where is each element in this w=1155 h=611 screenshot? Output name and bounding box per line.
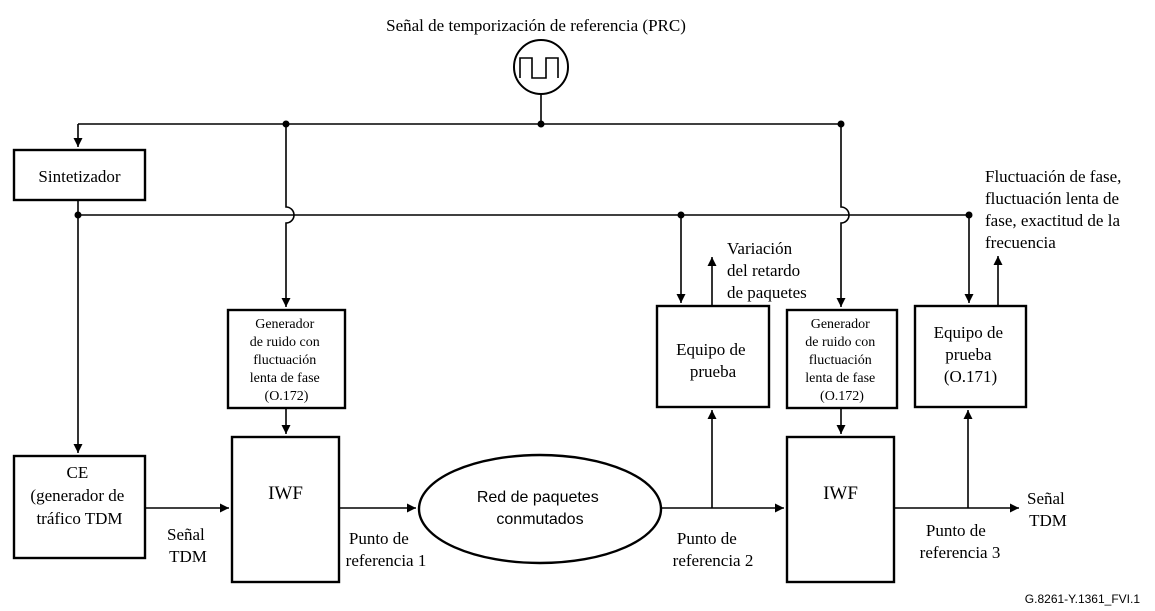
noise-generator-2-label: Generador de ruido con fluctuación lenta… — [805, 317, 878, 404]
wander-measurement-label: Fluctuación de fase, fluctuación lenta d… — [985, 167, 1126, 252]
square-wave-clock-icon — [513, 39, 569, 95]
test-equipment-1-label: Equipo de prueba — [676, 340, 750, 381]
noise-generator-1-label: Generador de ruido con fluctuación lenta… — [250, 317, 323, 404]
reference-point-1-label: Punto de referencia 1 — [346, 529, 427, 570]
ce-block — [12, 454, 147, 560]
test-equipment-2-block — [913, 304, 1028, 409]
figure-id-label: G.8261-Y.1361_FVI.1 — [1025, 592, 1141, 606]
synthesizer-distribution-lines — [73, 200, 974, 453]
reference-point-3-label: Punto de referencia 3 — [920, 521, 1001, 562]
senal-tdm-input-label: Señal TDM — [167, 525, 209, 566]
iwf-1-label: IWF — [268, 483, 303, 504]
diagram-title: Señal de temporización de referencia (PR… — [386, 16, 686, 35]
iwf-2-block — [785, 435, 896, 584]
ce-label: CE (generador de tráfico TDM — [30, 463, 128, 528]
packet-delay-variation-label: Variación del retardo de paquetes — [727, 239, 807, 302]
noise-generator-2-block — [785, 308, 899, 410]
signal-path-lines — [145, 256, 1019, 513]
packet-network-label: Red de paquetes conmutados — [477, 489, 603, 528]
test-equipment-2-label: Equipo de prueba (O.171) — [934, 323, 1008, 386]
iwf-2-label: IWF — [823, 483, 858, 504]
iwf-1-block — [230, 435, 341, 584]
test-equipment-1-block — [655, 304, 771, 409]
synthesizer-block — [12, 148, 147, 202]
reference-point-2-label: Punto de referencia 2 — [673, 529, 754, 570]
packet-network-ellipse — [417, 453, 663, 565]
senal-tdm-output-label: Señal TDM — [1027, 489, 1069, 530]
synthesizer-label: Sintetizador — [38, 167, 120, 186]
